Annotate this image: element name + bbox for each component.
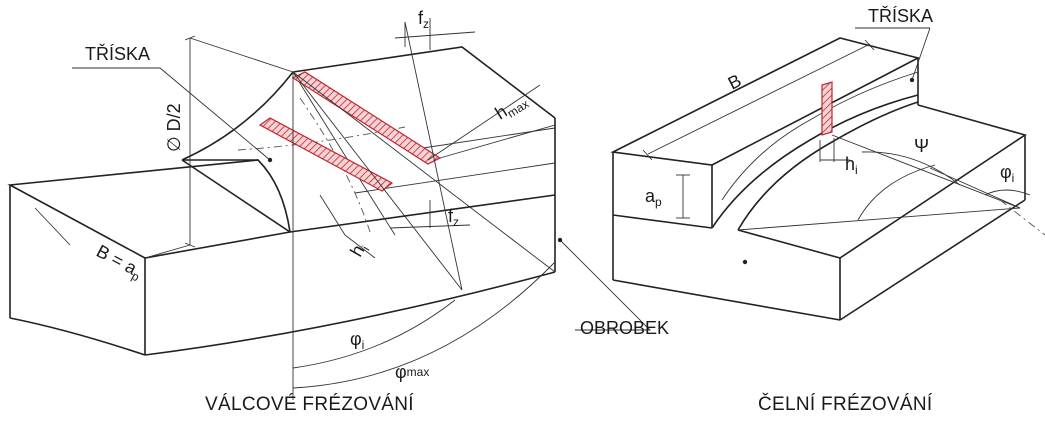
label-fz-top: fz: [418, 8, 429, 31]
marker-dot: [909, 77, 915, 83]
caption-celni-frezovani: ČELNÍ FRÉZOVÁNÍ: [758, 393, 933, 415]
label-diameter-half: ∅ D/2: [164, 103, 184, 152]
label-b-right: B: [725, 70, 745, 93]
label-triska-right: TŘÍSKA: [868, 6, 933, 26]
peripheral-milling-diagram: TŘÍSKA ∅ D/2 fz hmax B = ap fz hi φi φma…: [7, 8, 669, 415]
marker-dot: [742, 259, 748, 265]
workpiece-left: [7, 46, 556, 356]
label-ap-right: ap: [645, 186, 662, 209]
face-milling-diagram: TŘÍSKA B ap hi Ψ φi ČELNÍ FRÉZOVÁNÍ: [610, 6, 1045, 415]
label-b-equals-ap: B = ap: [92, 241, 147, 285]
label-fz-bottom: fz: [448, 206, 459, 229]
label-hi-left: hi: [346, 239, 372, 261]
label-triska-left: TŘÍSKA: [85, 44, 150, 64]
marker-dot: [267, 157, 273, 163]
workpiece-right: [610, 37, 1027, 321]
marker-dot: [557, 237, 563, 243]
label-phi-max: φmax: [395, 362, 429, 382]
chip-right: [821, 81, 833, 136]
label-hi-right: hi: [845, 154, 858, 177]
label-phi-i-right: φi: [1000, 162, 1014, 185]
label-obrobek: OBROBEK: [580, 318, 669, 338]
caption-valcove-frezovani: VÁLCOVÉ FRÉZOVÁNÍ: [205, 394, 414, 415]
label-psi: Ψ: [914, 136, 929, 156]
construction-lines-left: [34, 18, 652, 400]
construction-lines-right: [642, 27, 1045, 236]
label-phi-i-left: φi: [350, 329, 364, 352]
